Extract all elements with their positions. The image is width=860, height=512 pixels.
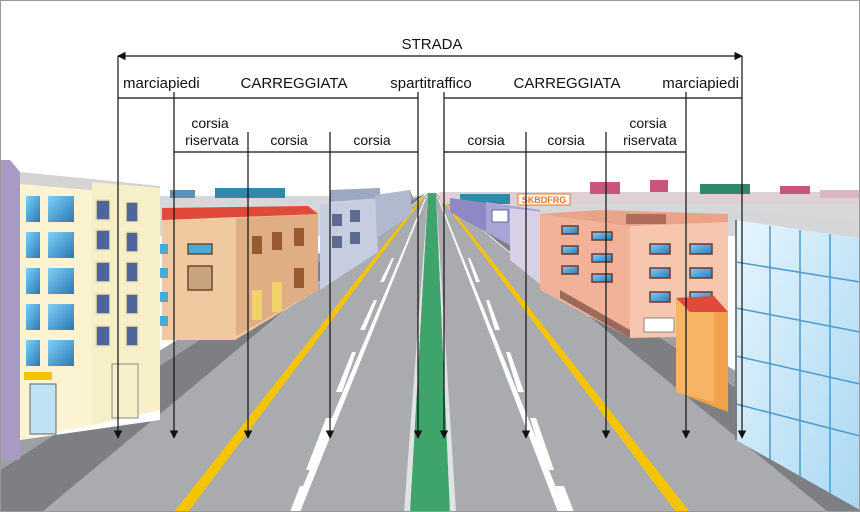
shop-sign: [517, 193, 571, 206]
labels: STRADA marciapiedi CARREGGIATA spartitra…: [120, 34, 740, 148]
label-corsia-left-2: corsia: [353, 132, 391, 148]
yellow-line-left: [174, 196, 425, 512]
label-spartitraffico: spartitraffico: [390, 75, 471, 92]
label-marciapiedi-left: marciapiedi: [123, 75, 200, 92]
label-carreggiata-right: CARREGGIATA: [514, 75, 621, 92]
label-corsia-right-1: corsia: [467, 132, 505, 148]
shop-sign-text: SKBDFRG: [522, 195, 567, 205]
sidewalk-left: [0, 193, 426, 512]
glass-building: [736, 220, 860, 510]
label-corsia-right-2: corsia: [547, 132, 585, 148]
left-buildings: [0, 160, 414, 460]
annotation-lines: [113, 51, 747, 439]
yellow-line-right: [439, 196, 690, 512]
label-corsia-left-1: corsia: [270, 132, 308, 148]
label-corsia-riservata-right-1: corsia: [629, 115, 667, 131]
label-marciapiedi-right: marciapiedi: [662, 75, 739, 92]
label-corsia-riservata-left-2: riservata: [185, 132, 239, 148]
label-corsia-riservata-right-2: riservata: [623, 132, 677, 148]
brick-building: [540, 214, 630, 338]
right-buildings: SKBDFRG: [440, 180, 860, 510]
label-corsia-riservata-left-1: corsia: [191, 115, 229, 131]
label-strada: STRADA: [402, 36, 463, 53]
label-carreggiata-left: CARREGGIATA: [241, 75, 348, 92]
